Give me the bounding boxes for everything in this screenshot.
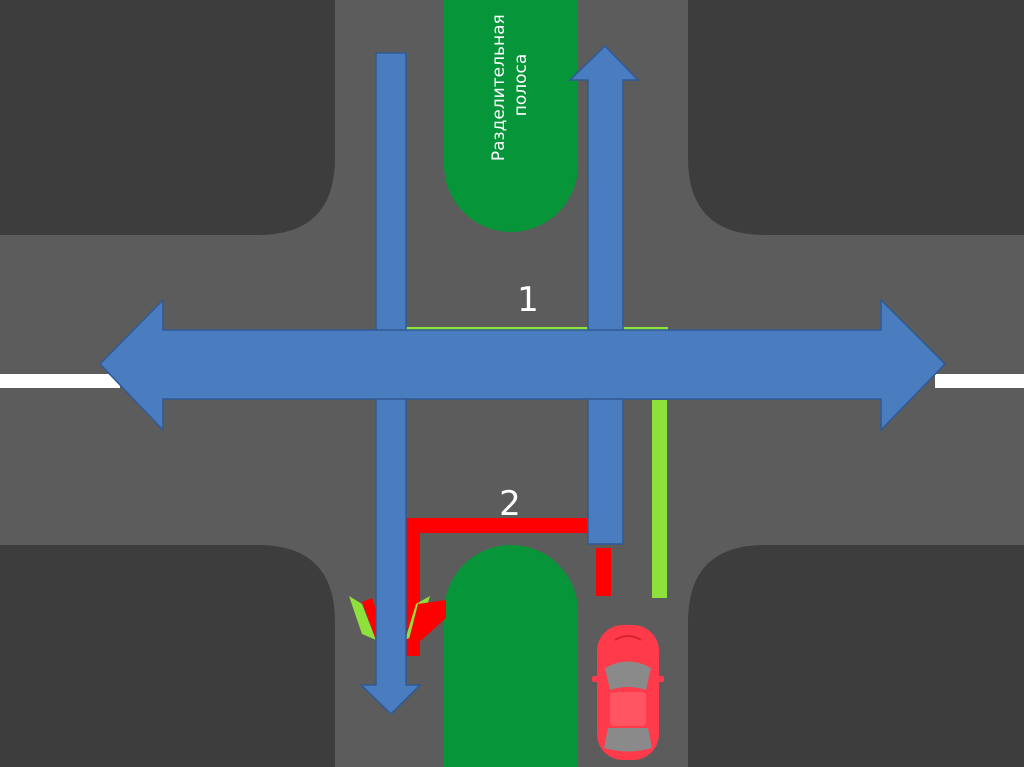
car-windshield (605, 661, 651, 690)
green-stop-line-1 (405, 327, 668, 330)
car-mirror-right (657, 676, 664, 682)
route-label-1: 1 (517, 280, 539, 320)
car-hood-line (614, 635, 642, 641)
chevron-marker-right-red (405, 600, 446, 655)
car-rear-window (604, 728, 652, 752)
car-roof (610, 692, 646, 726)
corner-block-bottom-right (688, 545, 1024, 767)
red-car (592, 625, 664, 760)
lane-marking-right (935, 374, 1024, 388)
blue-arrows (98, 44, 947, 716)
car-mirror-left (592, 676, 599, 682)
arrow-horizontal (98, 298, 947, 432)
green-line-right (652, 400, 667, 598)
corner-block-top-right (688, 0, 1024, 235)
corner-block-bottom-left (0, 545, 335, 767)
lane-marking-left (0, 374, 120, 388)
chevron-marker-left-green (349, 596, 376, 640)
median-top (444, 0, 578, 232)
median-bottom (444, 545, 578, 767)
median-label: Разделительная полоса (489, 9, 531, 161)
route-label-2: 2 (499, 484, 521, 524)
corner-block-top-left (0, 0, 335, 235)
arrow-up (568, 44, 640, 545)
